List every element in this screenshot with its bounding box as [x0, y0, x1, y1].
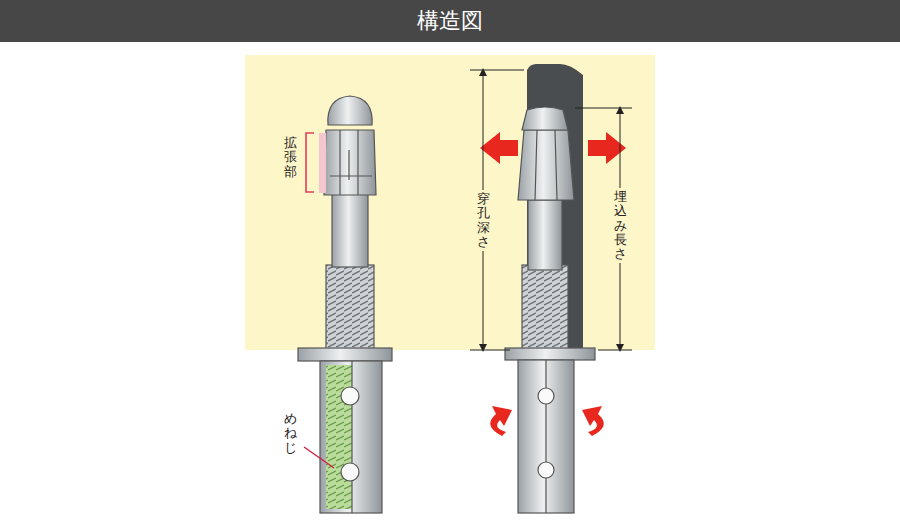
part-label: めねじ [284, 410, 297, 457]
dimension-label: 穿孔深さ [477, 190, 490, 251]
diagram-title: 構造図 [0, 0, 900, 42]
dimension-label: 埋込み長さ [614, 188, 627, 263]
part-label: 拡張部 [284, 134, 297, 181]
